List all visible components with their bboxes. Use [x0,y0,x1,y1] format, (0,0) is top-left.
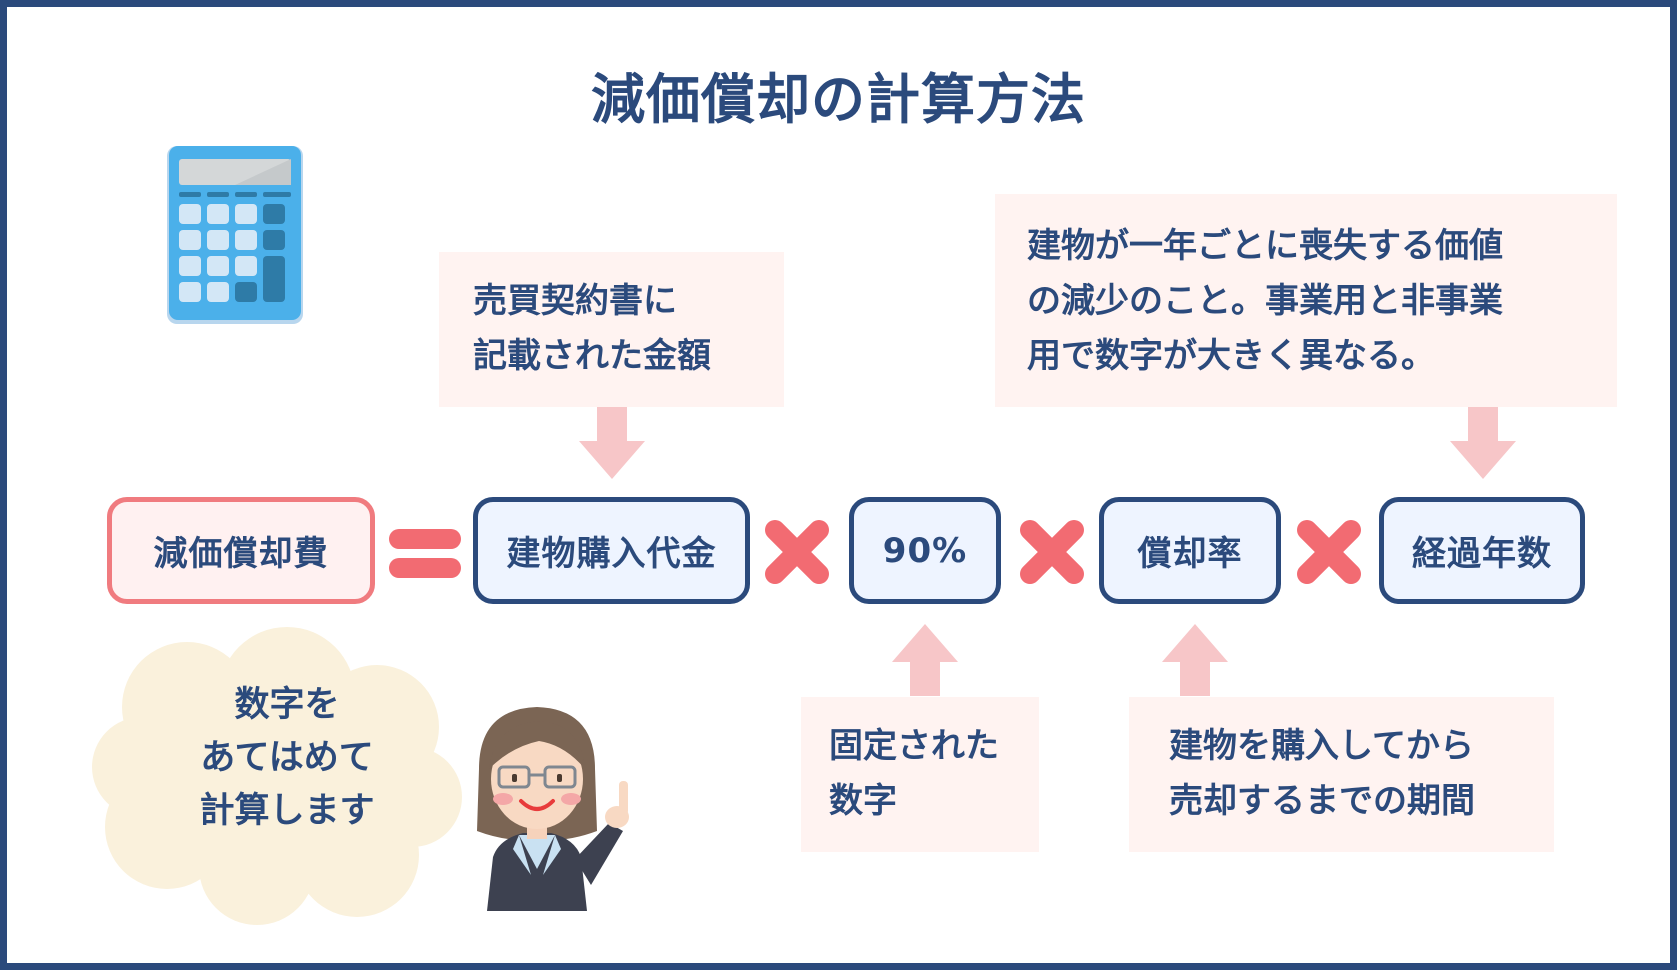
woman-presenter-icon [477,707,629,911]
ninety-percent-box: 90% [849,497,1001,604]
calculator-icon [167,146,303,324]
note-line: 用で数字が大きく異なる。 [1027,336,1435,376]
note-line: 売買契約書に [473,281,677,321]
note-fixed-number: 固定された 数字 [801,697,1039,852]
purchase-price-box: 建物購入代金 [473,497,750,604]
note-line: 数字 [829,781,897,821]
speech-line: 数字を [234,685,340,725]
note-elapsed-years: 建物が一年ごとに喪失する価値 の減少のこと。事業用と非事業 用で数字が大きく異な… [995,194,1617,407]
note-line: 建物を購入してから [1169,726,1474,766]
speech-line: あてはめて [200,738,374,778]
cloud-bubble [92,627,462,925]
multiply-icon [1020,520,1084,584]
note-line: 建物が一年ごとに喪失する価値 [1027,226,1503,266]
depreciation-expense-box: 減価償却費 [107,497,375,604]
note-depreciation-period: 建物を購入してから 売却するまでの期間 [1129,697,1554,852]
speech-line: 計算します [199,791,375,831]
arrow-down-icon [579,407,645,479]
note-line: の減少のこと。事業用と非事業 [1027,281,1503,321]
arrow-up-icon [892,624,958,696]
multiply-icon [765,520,829,584]
depreciation-rate-box: 償却率 [1099,497,1281,604]
speech-bubble-text: 数字を あてはめて 計算します [162,679,412,838]
page-title: 減価償却の計算方法 [591,68,1086,131]
arrow-up-icon [1162,624,1228,696]
note-line: 売却するまでの期間 [1169,781,1475,821]
note-line: 記載された金額 [473,336,711,376]
elapsed-years-box: 経過年数 [1379,497,1585,604]
note-purchase-price: 売買契約書に 記載された金額 [439,252,784,407]
note-line: 固定された [829,726,999,766]
multiply-icon [1297,520,1361,584]
arrow-down-icon [1450,407,1516,479]
